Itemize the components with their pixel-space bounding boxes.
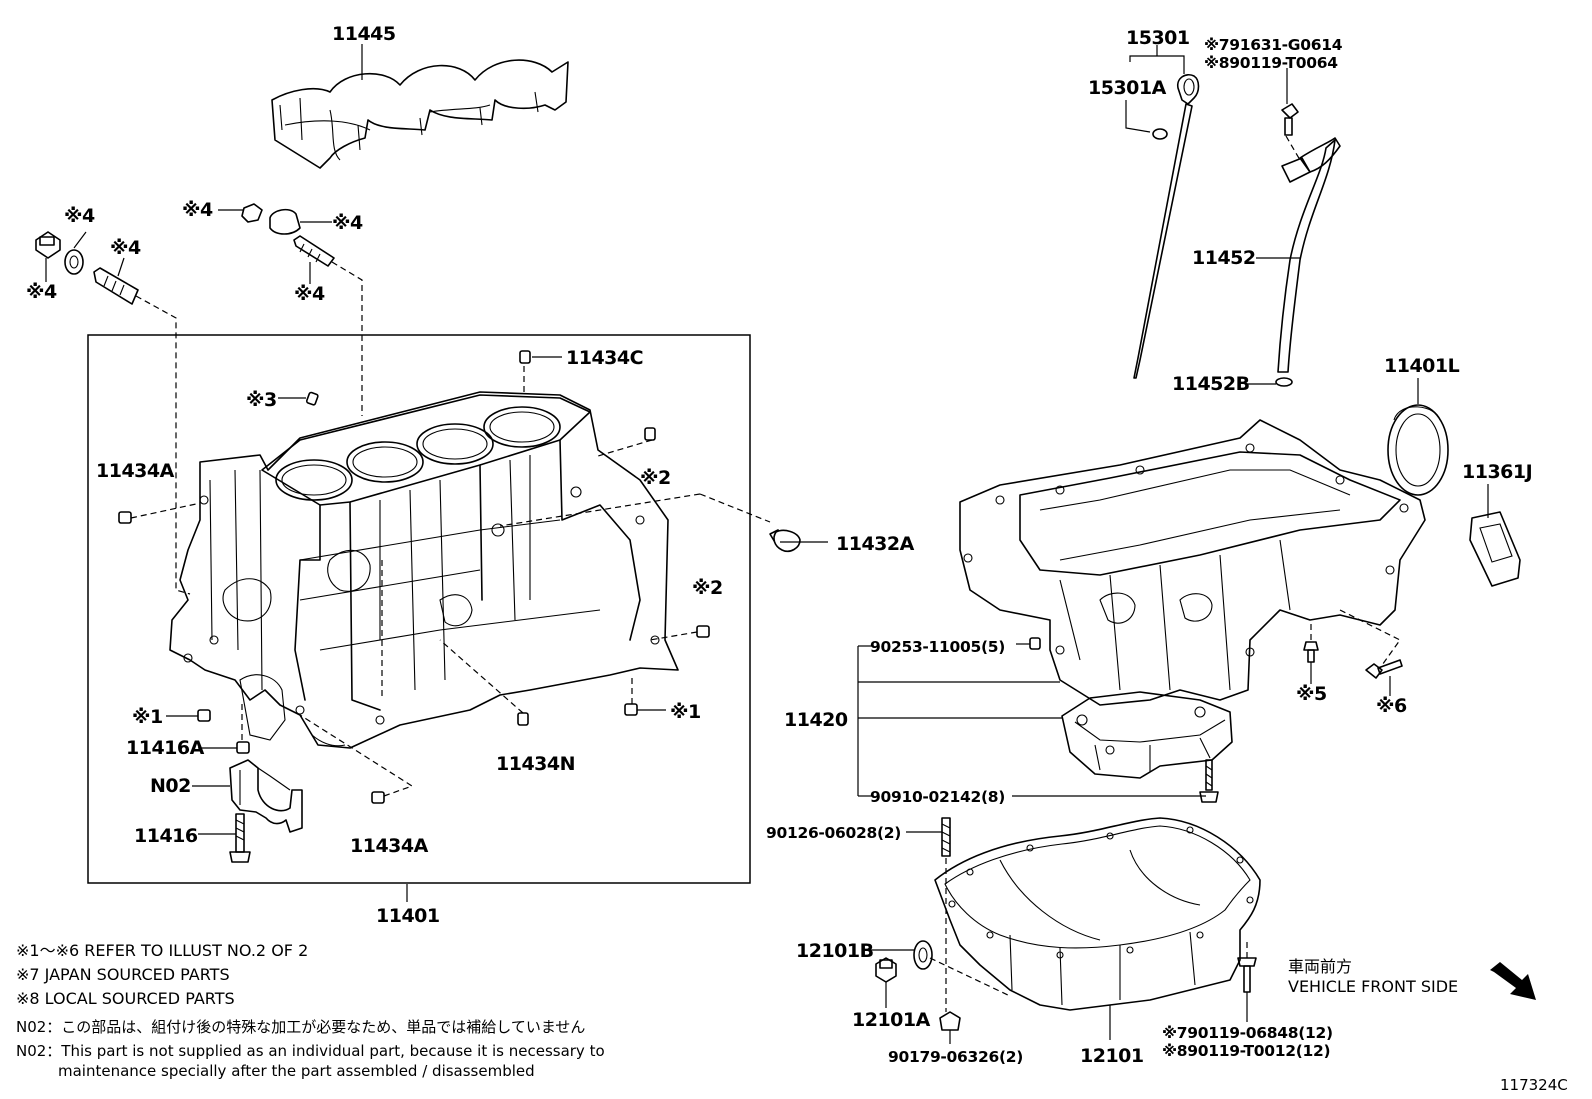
label-11420: 11420	[784, 709, 848, 731]
label-11401L: 11401L	[1384, 355, 1460, 377]
mark-4-a: ※4	[64, 205, 95, 227]
label-11434A-top: 11434A	[96, 460, 175, 482]
cylinder-block	[169, 391, 679, 749]
label-12101A: 12101A	[852, 1009, 931, 1031]
dashed-guides	[130, 135, 1401, 1012]
mark-5: ※5	[1296, 683, 1327, 705]
label-90910-02142: 90910-02142(8)	[870, 788, 1005, 806]
label-12101B: 12101B	[796, 940, 874, 962]
label-11432A: 11432A	[836, 533, 915, 555]
label-11452B: 11452B	[1172, 373, 1250, 395]
mark-4-b: ※4	[110, 237, 141, 259]
label-11445: 11445	[332, 23, 396, 45]
leader-lines	[45, 44, 1489, 1044]
insulator-11445	[271, 59, 569, 169]
label-790119-06848: ※790119-06848(12)	[1162, 1024, 1333, 1042]
nozzle-parts-top	[241, 203, 335, 267]
label-N02: N02	[150, 775, 191, 797]
vehicle-front-arrow-icon	[1490, 962, 1536, 1000]
bearing-cap-N02	[229, 759, 303, 863]
mark-1-a: ※1	[132, 706, 163, 728]
note-n02-jp: N02：この部品は、組付け後の特殊な加工が必要なため、単品では補給していません	[16, 1018, 585, 1036]
plug-11432A	[769, 529, 801, 553]
label-15301: 15301	[1126, 27, 1190, 49]
mark-2-b: ※2	[692, 577, 723, 599]
label-90179-06326: 90179-06326(2)	[888, 1048, 1023, 1066]
label-11416A: 11416A	[126, 737, 205, 759]
label-890119-t0064: ※890119-T0064	[1204, 54, 1338, 72]
crankcase-bolts	[1029, 637, 1403, 803]
mark-4-e: ※4	[332, 212, 363, 234]
note-refer: ※1～※6 REFER TO ILLUST NO.2 OF 2	[16, 941, 308, 960]
label-890119-t0012: ※890119-T0012(12)	[1162, 1042, 1330, 1060]
label-11416: 11416	[134, 825, 198, 847]
mark-4-c: ※4	[26, 281, 57, 303]
mark-2-a: ※2	[640, 467, 671, 489]
label-11452: 11452	[1192, 247, 1256, 269]
oil-dipstick	[1133, 73, 1200, 379]
label-791631-g0614: ※791631-G0614	[1204, 36, 1343, 54]
oil-seal-11401L	[1387, 404, 1449, 496]
label-11434N: 11434N	[496, 753, 575, 775]
cylinder-block-frame	[87, 334, 751, 884]
stiffening-crankcase	[959, 419, 1426, 706]
plug-bolt-left	[35, 231, 139, 305]
label-12101: 12101	[1080, 1045, 1144, 1067]
label-11361J: 11361J	[1462, 461, 1532, 483]
note-n02-en-1: N02：This part is not supplied as an indi…	[16, 1042, 605, 1060]
label-15301A: 15301A	[1088, 77, 1167, 99]
label-11401: 11401	[376, 905, 440, 927]
note-n02-en-2: maintenance specially after the part ass…	[58, 1062, 535, 1080]
label-11434C: 11434C	[566, 347, 643, 369]
vehicle-front-jp: 車両前方	[1288, 957, 1352, 976]
dipstick-guide	[1275, 103, 1341, 387]
baffle-plate	[1061, 691, 1233, 779]
mark-6: ※6	[1376, 695, 1407, 717]
mark-4-d: ※4	[182, 199, 213, 221]
mark-3: ※3	[246, 389, 277, 411]
mark-1-b: ※1	[670, 701, 701, 723]
note-japan-sourced: ※7 JAPAN SOURCED PARTS	[16, 965, 230, 984]
vehicle-front-en: VEHICLE FRONT SIDE	[1288, 977, 1458, 996]
label-11434A-bottom: 11434A	[350, 835, 429, 857]
label-90253-11005: 90253-11005(5)	[870, 638, 1005, 656]
illustration-id: 117324C	[1500, 1076, 1568, 1094]
dowels	[118, 350, 710, 804]
drain-plug-parts	[875, 817, 1257, 1031]
label-90126-06028: 90126-06028(2)	[766, 824, 901, 842]
oil-pan-12101	[934, 817, 1261, 1011]
note-local-sourced: ※8 LOCAL SOURCED PARTS	[16, 989, 235, 1008]
mark-4-f: ※4	[294, 283, 325, 305]
plate-11361J	[1469, 511, 1521, 587]
